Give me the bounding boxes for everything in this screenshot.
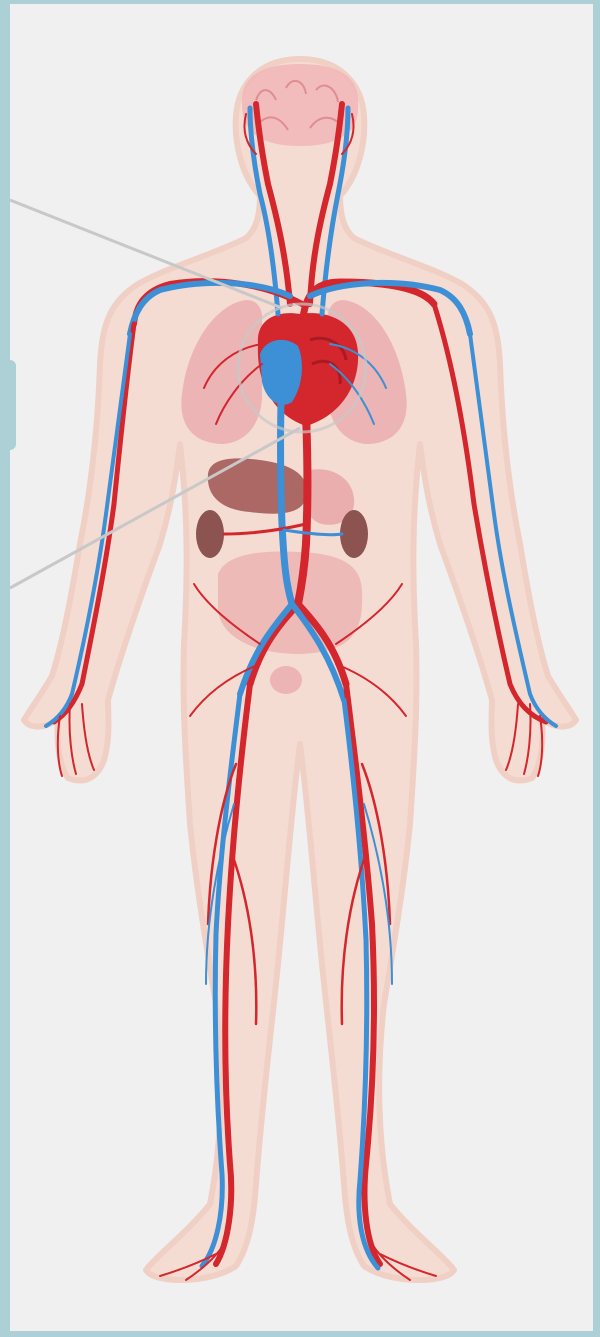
- circulatory-diagram: [10, 4, 593, 1331]
- body-silhouette: [24, 59, 576, 1280]
- diagram-canvas: [10, 4, 593, 1331]
- bladder-icon: [270, 666, 302, 694]
- kidney-icon: [196, 510, 224, 558]
- kidney-right: [340, 510, 368, 558]
